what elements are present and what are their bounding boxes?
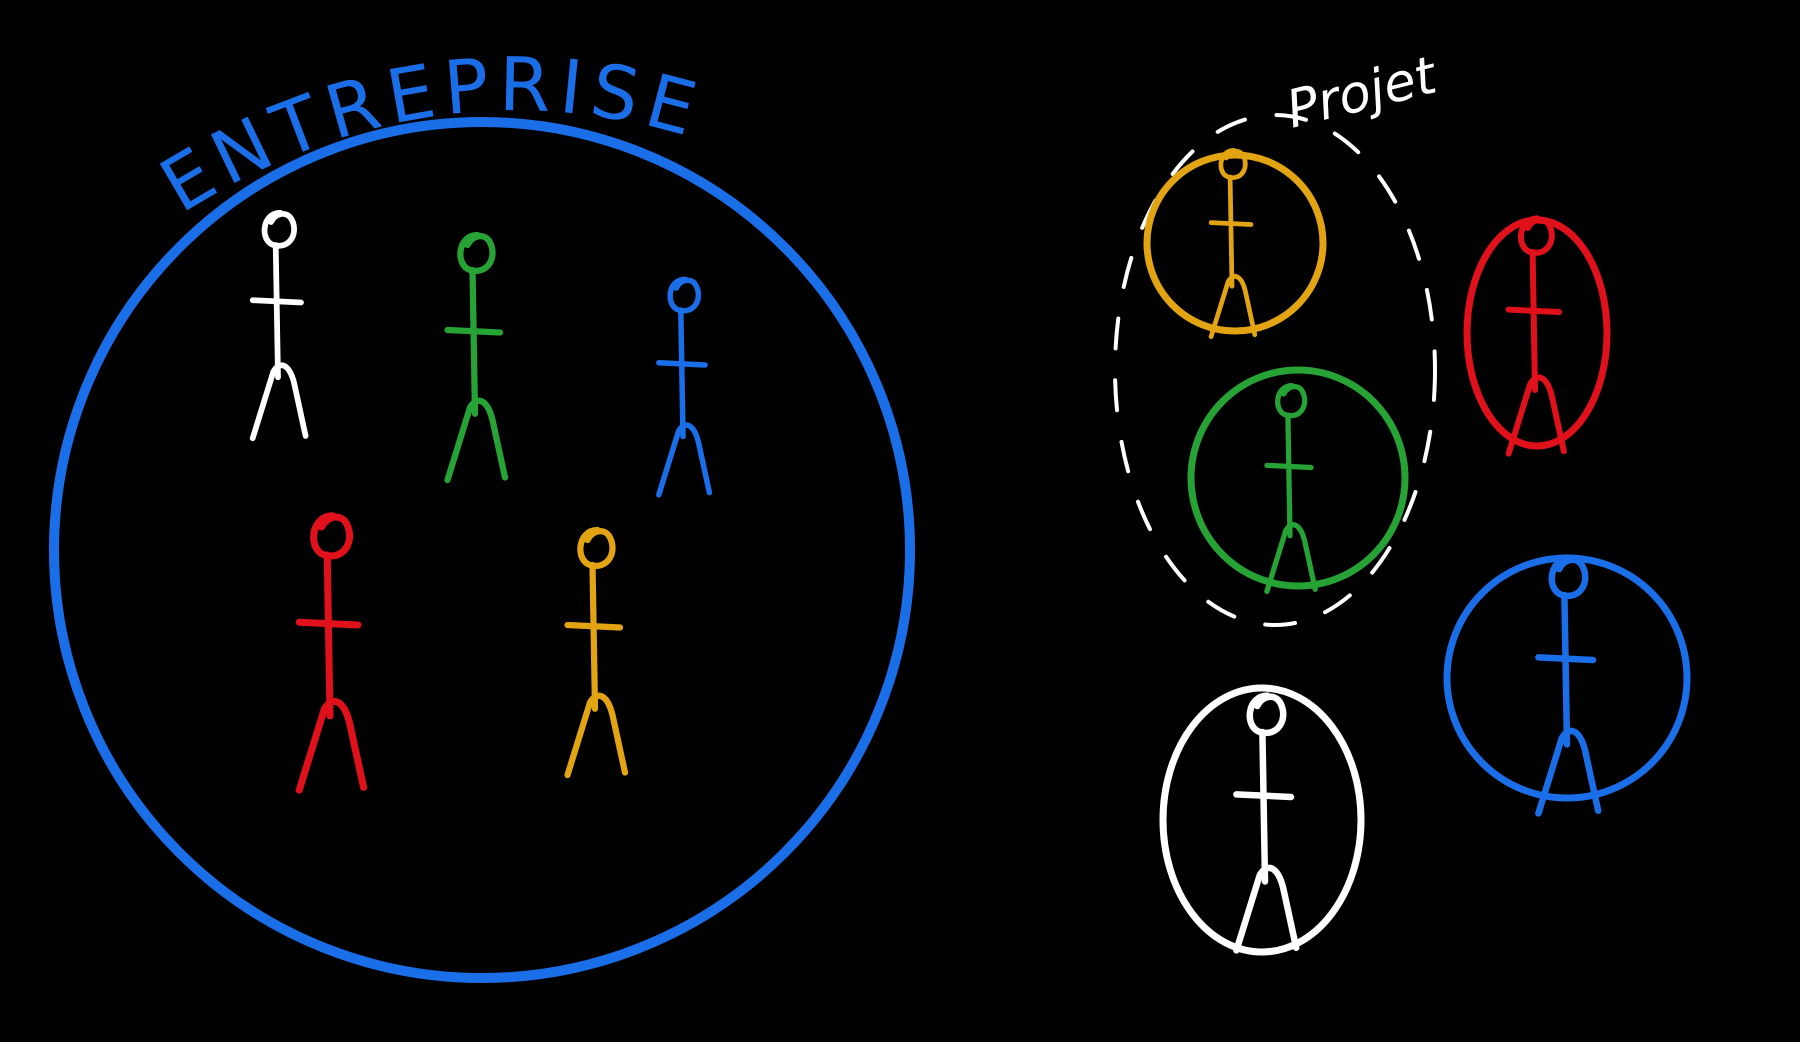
stick-figure-legs bbox=[1505, 374, 1567, 457]
stick-figure-body bbox=[1529, 248, 1539, 394]
individual-person bbox=[1233, 692, 1300, 954]
stick-figure-body bbox=[1227, 174, 1235, 289]
stick-figure-body bbox=[272, 242, 281, 381]
individual-circle bbox=[1187, 366, 1409, 590]
stick-figure-head bbox=[577, 526, 616, 569]
individual-person bbox=[1208, 148, 1258, 339]
individual-blue bbox=[1443, 554, 1691, 817]
stick-figure-head bbox=[1518, 215, 1555, 256]
individual-red bbox=[1463, 215, 1611, 457]
enterprise-person-yellow bbox=[564, 526, 629, 779]
stick-figure-legs bbox=[656, 422, 713, 498]
stick-figure-body bbox=[1561, 591, 1571, 748]
stick-figure-legs bbox=[1208, 274, 1258, 339]
stick-figure-legs bbox=[1264, 522, 1318, 595]
individual-person bbox=[1535, 555, 1602, 817]
individual-circle bbox=[1159, 684, 1365, 956]
stick-figure-body bbox=[678, 307, 686, 440]
stick-figure-head bbox=[1548, 555, 1589, 600]
stick-figure-arms bbox=[444, 326, 504, 336]
stick-figure-arms bbox=[1505, 306, 1563, 315]
enterprise-label: ENTREPRISE bbox=[146, 42, 712, 230]
stick-figure-legs bbox=[249, 362, 309, 442]
stick-figure-body bbox=[1259, 728, 1269, 885]
stick-figure-legs bbox=[295, 697, 368, 794]
enterprise-group: ENTREPRISE bbox=[49, 42, 915, 983]
stick-figure-head bbox=[457, 231, 496, 274]
stick-figure-arms bbox=[1208, 220, 1254, 227]
individual-circle bbox=[1143, 151, 1327, 335]
individual-person bbox=[1505, 215, 1567, 457]
stick-figure-body bbox=[469, 266, 479, 417]
stick-figure-arms bbox=[656, 360, 708, 368]
stick-figure-head bbox=[1246, 692, 1287, 737]
stick-figure-arms bbox=[1233, 791, 1295, 801]
stick-figure-arms bbox=[1264, 462, 1314, 471]
stick-figure-body bbox=[1285, 412, 1293, 539]
project-label: Projet bbox=[1281, 45, 1444, 140]
enterprise-person-green bbox=[444, 231, 509, 484]
stick-figure-head bbox=[261, 209, 297, 249]
stick-figure-arms bbox=[249, 297, 304, 306]
enterprise-person-red bbox=[295, 512, 368, 794]
stick-figure-body bbox=[589, 561, 599, 712]
project-group: Projet bbox=[1113, 45, 1444, 627]
stick-figure-arms bbox=[564, 621, 624, 631]
enterprise-label-path: ENTREPRISE bbox=[146, 42, 704, 230]
enterprise-person-blue bbox=[656, 276, 713, 498]
stick-figure-arms bbox=[1535, 654, 1597, 664]
stick-figure-head bbox=[667, 276, 702, 314]
enterprise-person-white bbox=[249, 209, 309, 442]
stick-figure-arms bbox=[295, 618, 362, 629]
stick-figure-legs bbox=[564, 692, 629, 779]
stick-figure-head bbox=[310, 512, 354, 560]
stick-figure-head bbox=[1218, 148, 1248, 181]
stick-figure-legs bbox=[1535, 727, 1602, 817]
individual-person bbox=[1264, 382, 1318, 595]
stick-figure-body bbox=[323, 551, 334, 720]
stick-figure-head bbox=[1275, 382, 1308, 419]
individual-white bbox=[1159, 684, 1365, 956]
stick-figure-legs bbox=[1233, 864, 1300, 954]
stick-figure-legs bbox=[444, 397, 509, 484]
individual-green bbox=[1187, 366, 1409, 595]
individual-yellow bbox=[1143, 148, 1327, 339]
project-boundary bbox=[1113, 113, 1437, 627]
enterprise-circle bbox=[49, 117, 915, 983]
